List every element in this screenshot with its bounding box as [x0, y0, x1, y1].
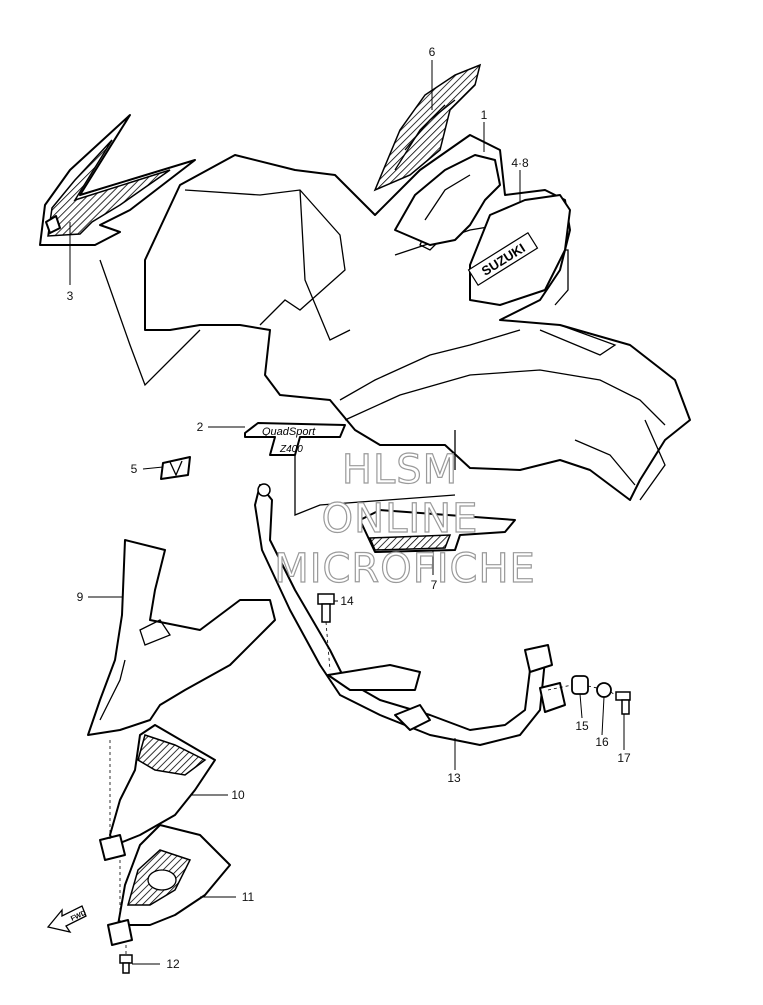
callout-5: 5: [131, 462, 138, 476]
model-script-text: QuadSport: [262, 426, 316, 438]
bolt-part-17[interactable]: [615, 691, 631, 715]
side-decal-part-6[interactable]: [373, 63, 482, 192]
callout-9: 9: [77, 590, 84, 604]
callout-7: 7: [431, 578, 438, 592]
callout-4-8: 4·8: [511, 156, 529, 170]
upper-panel-part-1[interactable]: [394, 154, 501, 246]
callout-6: 6: [429, 45, 436, 59]
callout-3: 3: [67, 289, 74, 303]
frame-bracket-part-13[interactable]: [254, 483, 566, 746]
model-decal-part-2[interactable]: QuadSport Z400: [244, 422, 346, 456]
fwd-arrow-icon: FWD: [46, 905, 87, 933]
model-number-text: Z400: [279, 444, 303, 455]
front-decal-part-3[interactable]: [39, 114, 196, 246]
callout-17: 17: [617, 751, 631, 765]
watermark-line-1: HLSM: [342, 447, 458, 493]
guard-part-9[interactable]: [87, 539, 276, 736]
skid-plate-part-11[interactable]: [107, 824, 231, 946]
callout-15: 15: [575, 719, 589, 733]
callout-10: 10: [231, 788, 245, 802]
collar-part-15[interactable]: [571, 675, 589, 695]
washer-part-16[interactable]: [596, 682, 612, 698]
callout-13: 13: [447, 771, 461, 785]
callout-12: 12: [166, 957, 180, 971]
model-decal-part-7[interactable]: [359, 509, 516, 553]
suzuki-emblem-box: [467, 231, 539, 287]
callout-14: 14: [340, 594, 354, 608]
watermark-line-3: MICROFICHE: [274, 546, 536, 592]
s-logo-icon: [45, 215, 61, 234]
screw-part-12[interactable]: [119, 954, 133, 974]
watermark: HLSM ONLINE MICROFICHE: [274, 446, 536, 592]
callout-2: 2: [197, 420, 204, 434]
s-logo-part-5[interactable]: [160, 456, 191, 480]
bolt-part-14[interactable]: [317, 593, 335, 623]
callout-16: 16: [595, 735, 609, 749]
watermark-line-2: ONLINE: [322, 496, 479, 542]
guard-part-10[interactable]: [99, 724, 216, 861]
callout-1: 1: [481, 108, 488, 122]
side-panel-part-4-8[interactable]: SUZUKI: [467, 194, 571, 306]
callout-11: 11: [242, 890, 255, 904]
